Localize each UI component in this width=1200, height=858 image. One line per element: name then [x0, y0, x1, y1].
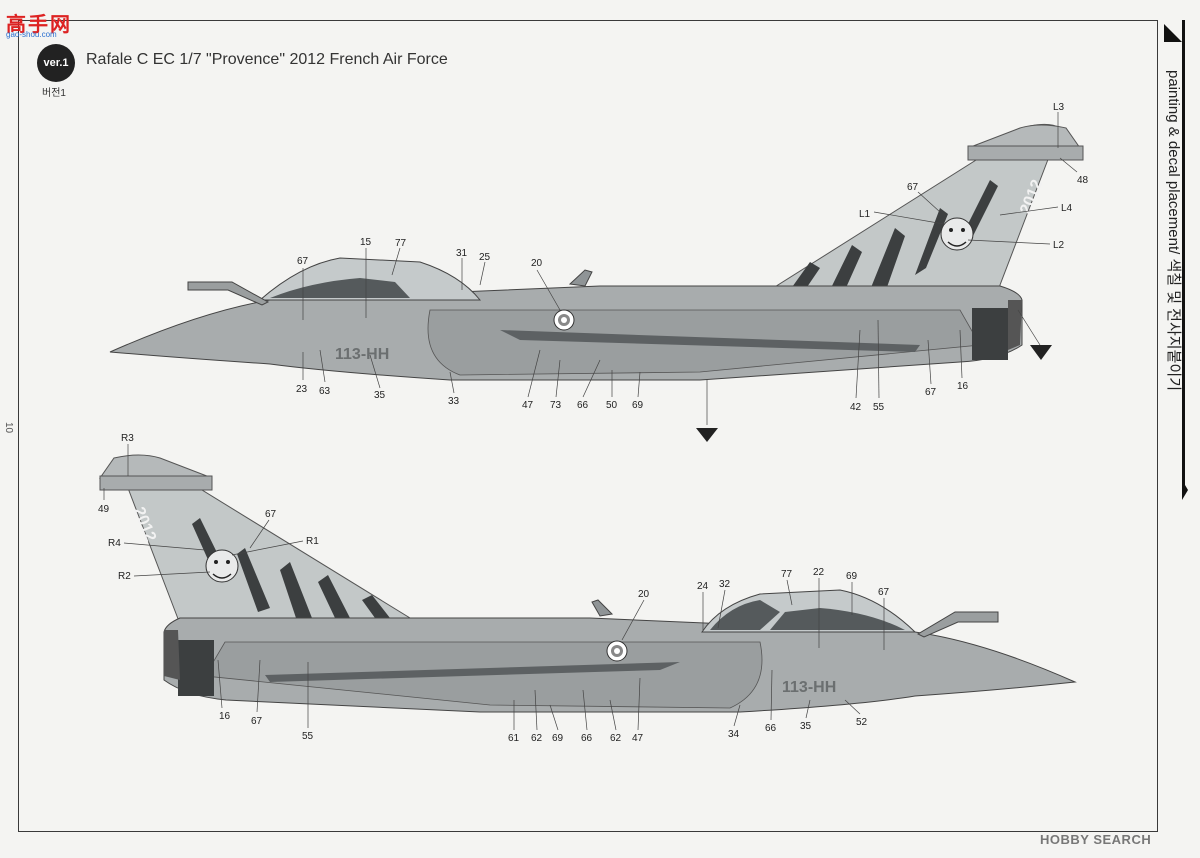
- callout: 48: [1077, 175, 1089, 186]
- callout: R1: [306, 536, 319, 547]
- callout: 67: [907, 182, 919, 193]
- callout: L2: [1053, 240, 1065, 251]
- callout: 22: [813, 567, 825, 578]
- callout: 33: [448, 396, 460, 407]
- callout: 66: [765, 723, 777, 734]
- callout: 67: [925, 387, 937, 398]
- callout: 47: [522, 400, 534, 411]
- callout: 62: [531, 733, 543, 744]
- callout: 67: [878, 587, 890, 598]
- arrow-marker-9: [696, 428, 718, 442]
- callout: 62: [610, 733, 622, 744]
- callout: 47: [632, 733, 644, 744]
- callout: 66: [577, 400, 589, 411]
- site-logo: 高手网: [6, 14, 72, 36]
- callout: 42: [850, 402, 862, 413]
- callout: 69: [552, 733, 564, 744]
- callout: 15: [360, 237, 372, 248]
- callout: 77: [395, 238, 407, 249]
- top-callouts: [302, 112, 1078, 425]
- callout: 35: [800, 721, 812, 732]
- aircraft-top-profile: 113-HH 2012: [109, 123, 1084, 381]
- callout: L1: [859, 209, 871, 220]
- callout: 69: [632, 400, 644, 411]
- callout: L4: [1061, 203, 1073, 214]
- top-label-set: L3 67 48 L1 L4 L2 15 77 31 25 67 20 23 6…: [296, 102, 1089, 413]
- callout: 23: [296, 384, 308, 395]
- aircraft-bottom-profile: 113-HH 2012: [99, 454, 1077, 713]
- callout: 20: [638, 589, 650, 600]
- version-korean: 버전1: [42, 88, 66, 99]
- callout: 67: [265, 509, 277, 520]
- callout: 16: [219, 711, 231, 722]
- page-title: Rafale C EC 1/7 "Provence" 2012 French A…: [86, 51, 448, 68]
- callout: 24: [697, 581, 709, 592]
- callout: 52: [856, 717, 868, 728]
- bottom-serial: 113-HH: [782, 679, 836, 696]
- callout: 50: [606, 400, 618, 411]
- callout: 66: [581, 733, 593, 744]
- side-tab-marker: [1164, 20, 1188, 500]
- callout: 63: [319, 386, 331, 397]
- page-frame: [18, 20, 1158, 832]
- hobby-search-watermark: HOBBY SEARCH: [1040, 832, 1152, 847]
- callout: L3: [1053, 102, 1065, 113]
- callout: 77: [781, 569, 793, 580]
- bottom-callouts: [103, 444, 885, 731]
- callout: 25: [479, 252, 491, 263]
- callout: R3: [121, 433, 134, 444]
- callout: 67: [297, 256, 309, 267]
- callout: 49: [98, 504, 110, 515]
- site-url: gao-shou.com: [6, 30, 57, 39]
- callout: 31: [456, 248, 468, 259]
- top-serial: 113-HH: [335, 346, 389, 363]
- callout: R4: [108, 538, 121, 549]
- callout: 32: [719, 579, 731, 590]
- callout: 67: [251, 716, 263, 727]
- callout: 69: [846, 571, 858, 582]
- callout: 34: [728, 729, 740, 740]
- bottom-label-set: R3 49 67 R4 R1 R2 20 24 32 77 22 69 67 1…: [98, 433, 890, 744]
- callout: 61: [508, 733, 520, 744]
- arrow-marker-5: [1030, 345, 1052, 360]
- callout: 35: [374, 390, 386, 401]
- callout: 16: [957, 381, 969, 392]
- callout: 73: [550, 400, 562, 411]
- version-badge: ver.1: [37, 44, 75, 82]
- callout: 20: [531, 258, 543, 269]
- arrow-label-5: 5: [1038, 346, 1044, 357]
- callout: 55: [873, 402, 885, 413]
- callout: R2: [118, 571, 131, 582]
- callout: 55: [302, 731, 314, 742]
- arrow-label-9: 9: [704, 429, 710, 440]
